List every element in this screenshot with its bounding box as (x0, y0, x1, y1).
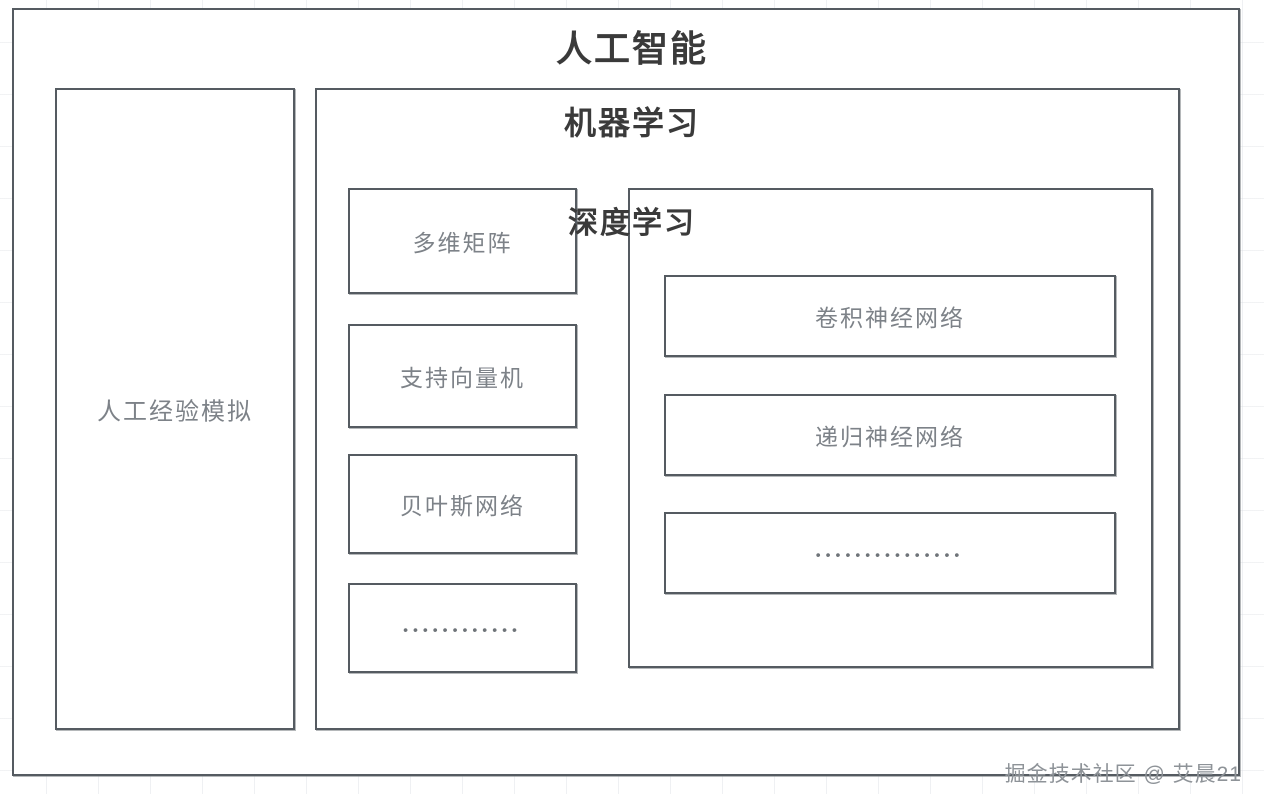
node-label-dl-item-0: 卷积神经网络 (815, 305, 965, 331)
node-label-ml-item-3-ellipsis: •••••••••••• (403, 621, 522, 638)
node-ml-item-3-ellipsis: •••••••••••• (348, 583, 577, 673)
node-dl-item-2-ellipsis: ••••••••••••••• (664, 512, 1116, 594)
node-ml-item-0: 多维矩阵 (348, 188, 577, 294)
node-label-ml-item-2: 贝叶斯网络 (400, 493, 525, 519)
group-title-artificial-intelligence: 人工智能 (555, 28, 708, 69)
node-label-ml-item-0: 多维矩阵 (412, 230, 513, 256)
node-label-manual-experience-simulation: 人工经验模拟 (97, 398, 253, 426)
watermark: 掘金技术社区 @ 艾晨21 (1004, 763, 1242, 786)
node-label-dl-item-1: 递归神经网络 (815, 424, 965, 450)
node-ml-item-2: 贝叶斯网络 (348, 454, 577, 554)
node-ml-item-1: 支持向量机 (348, 324, 577, 428)
node-dl-item-0: 卷积神经网络 (664, 275, 1116, 357)
group-title-machine-learning: 机器学习 (563, 105, 700, 141)
node-label-dl-item-2-ellipsis: ••••••••••••••• (815, 546, 965, 563)
node-dl-item-1: 递归神经网络 (664, 394, 1116, 476)
group-title-deep-learning: 深度学习 (568, 207, 696, 240)
node-label-ml-item-1: 支持向量机 (400, 365, 525, 391)
node-manual-experience-simulation: 人工经验模拟 (55, 88, 295, 730)
